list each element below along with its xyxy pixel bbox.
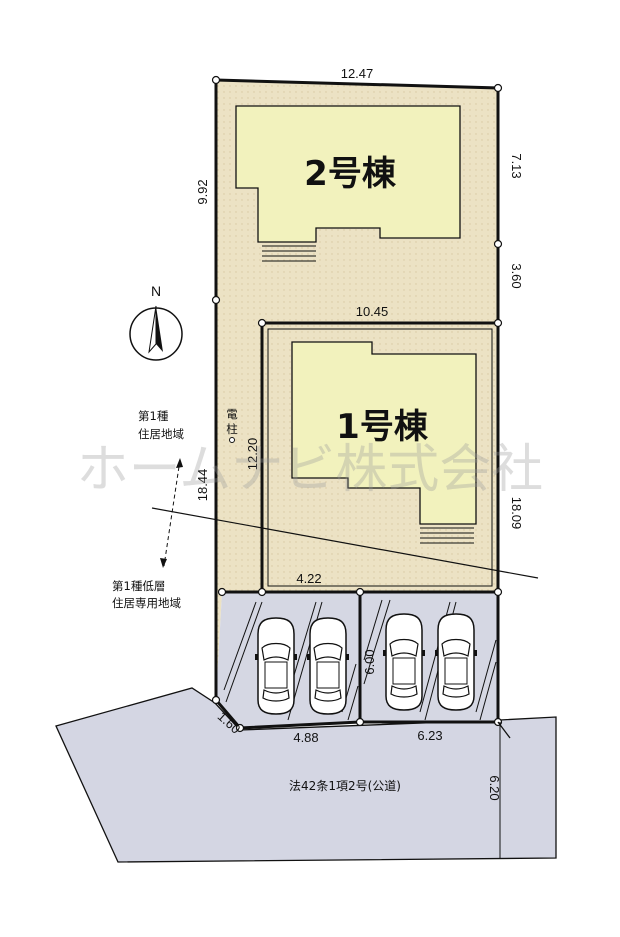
dim-lot1-left: 12.20 <box>245 438 260 471</box>
zoning-arrow-head-up <box>176 458 183 468</box>
building-1 <box>291 341 477 525</box>
car-4 <box>434 613 478 711</box>
zone-upper-line2: 住居地域 <box>138 427 184 441</box>
road-label: 法42条1項2号(公道) <box>289 779 401 793</box>
dim-top: 12.47 <box>341 66 374 81</box>
car-2 <box>306 617 350 715</box>
lot-boundaries-thin <box>267 328 493 587</box>
zoning-arrow <box>163 459 181 567</box>
building-1-porch <box>420 527 474 544</box>
zone-upper-line1: 第1種 <box>138 409 169 423</box>
road-boundary-tick <box>497 721 511 739</box>
zoning-boundary-line <box>151 507 539 579</box>
dim-lot1-top: 10.45 <box>356 304 389 319</box>
dim-frontage-left: 4.88 <box>293 730 318 745</box>
utility-pole: 電 柱 <box>226 407 238 443</box>
utility-pole-label-2: 柱 <box>226 422 238 436</box>
building-1-label: 1号棟 <box>336 407 429 447</box>
north-label: N <box>151 283 161 299</box>
car-3 <box>382 613 426 711</box>
zoning-arrow-head-down <box>160 558 167 568</box>
lot-boundaries <box>214 78 500 730</box>
watermark: ホームナビ株式会社 <box>77 440 543 500</box>
zone-lower-line1: 第1種低層 <box>112 579 165 593</box>
building-2 <box>235 105 461 243</box>
dim-right-middle: 3.60 <box>509 263 524 288</box>
dim-right-upper: 7.13 <box>509 153 524 178</box>
dim-left-upper: 9.92 <box>195 179 210 204</box>
building-2-porch <box>262 245 316 262</box>
car-1 <box>254 617 298 715</box>
zone-lower-line2: 住居専用地域 <box>112 596 181 610</box>
dim-road-width: 6.20 <box>487 775 502 800</box>
dim-left-total: 18.44 <box>195 469 210 502</box>
building-2-label: 2号棟 <box>304 154 397 194</box>
boundary-markers <box>211 75 503 733</box>
north-compass: N <box>129 283 183 361</box>
utility-pole-label-1: 電 <box>226 407 238 421</box>
dim-right-lower: 18.09 <box>509 497 524 530</box>
dim-frontage-right: 6.23 <box>417 728 442 743</box>
dim-parking-top: 4.22 <box>296 571 321 586</box>
dim-parking-depth: 6.00 <box>362 649 377 674</box>
parking-area-right <box>360 592 498 722</box>
